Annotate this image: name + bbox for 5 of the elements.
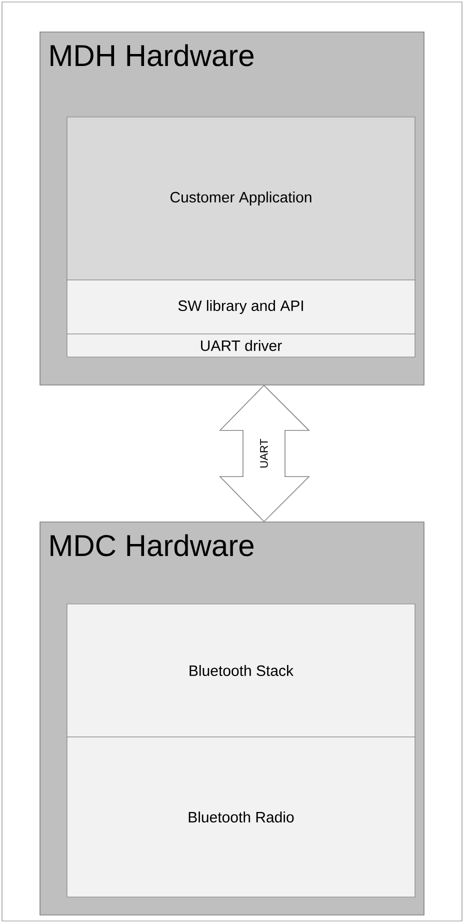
software-layer-box: Bluetooth Stack bbox=[66, 604, 416, 738]
software-layer-box: Customer Application bbox=[66, 116, 416, 280]
edge-label: UART bbox=[259, 438, 269, 470]
software-layer-box: Bluetooth Radio bbox=[66, 736, 416, 898]
software-layer-box: UART driver bbox=[66, 334, 416, 358]
